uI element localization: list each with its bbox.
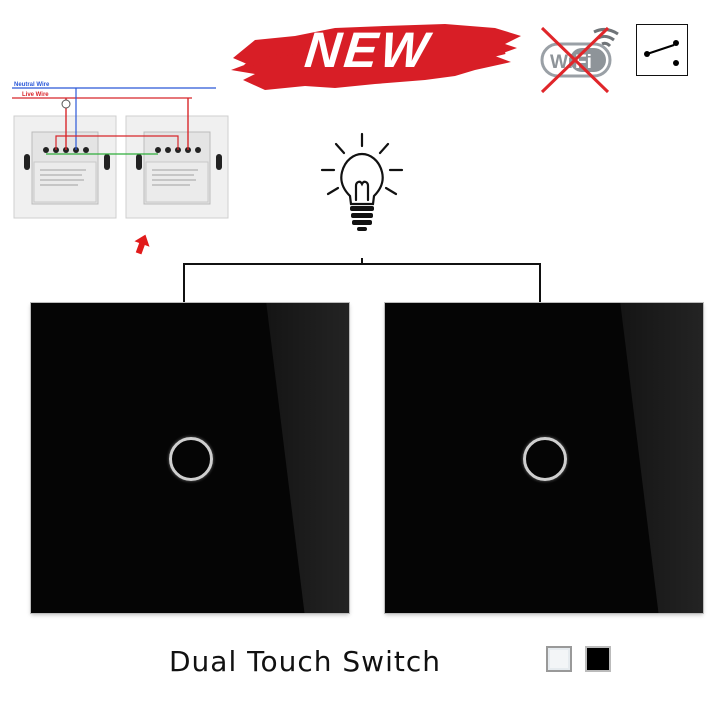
product-title: Dual Touch Switch (169, 645, 441, 678)
new-banner (231, 24, 521, 90)
red-arrow-up-icon (134, 234, 150, 255)
glass-reflection (266, 303, 349, 613)
touch-panel-right (385, 303, 703, 613)
wiring-diagram (12, 87, 229, 255)
live-wire-label: Live Wire (22, 92, 49, 98)
touch-panel-left (31, 303, 349, 613)
glass-reflection (620, 303, 703, 613)
wifi-crossed-out-icon: Wi Fi (528, 22, 624, 96)
color-swatch-white[interactable] (546, 646, 572, 672)
neutral-wire-label: Neutral Wire (14, 82, 50, 88)
connection-line (183, 258, 541, 304)
light-bulb-icon (320, 132, 404, 231)
touch-button[interactable] (523, 437, 567, 481)
two-way-switch-icon (636, 24, 688, 76)
color-swatch-black[interactable] (585, 646, 611, 672)
new-label: NEW (302, 22, 434, 78)
touch-button[interactable] (169, 437, 213, 481)
